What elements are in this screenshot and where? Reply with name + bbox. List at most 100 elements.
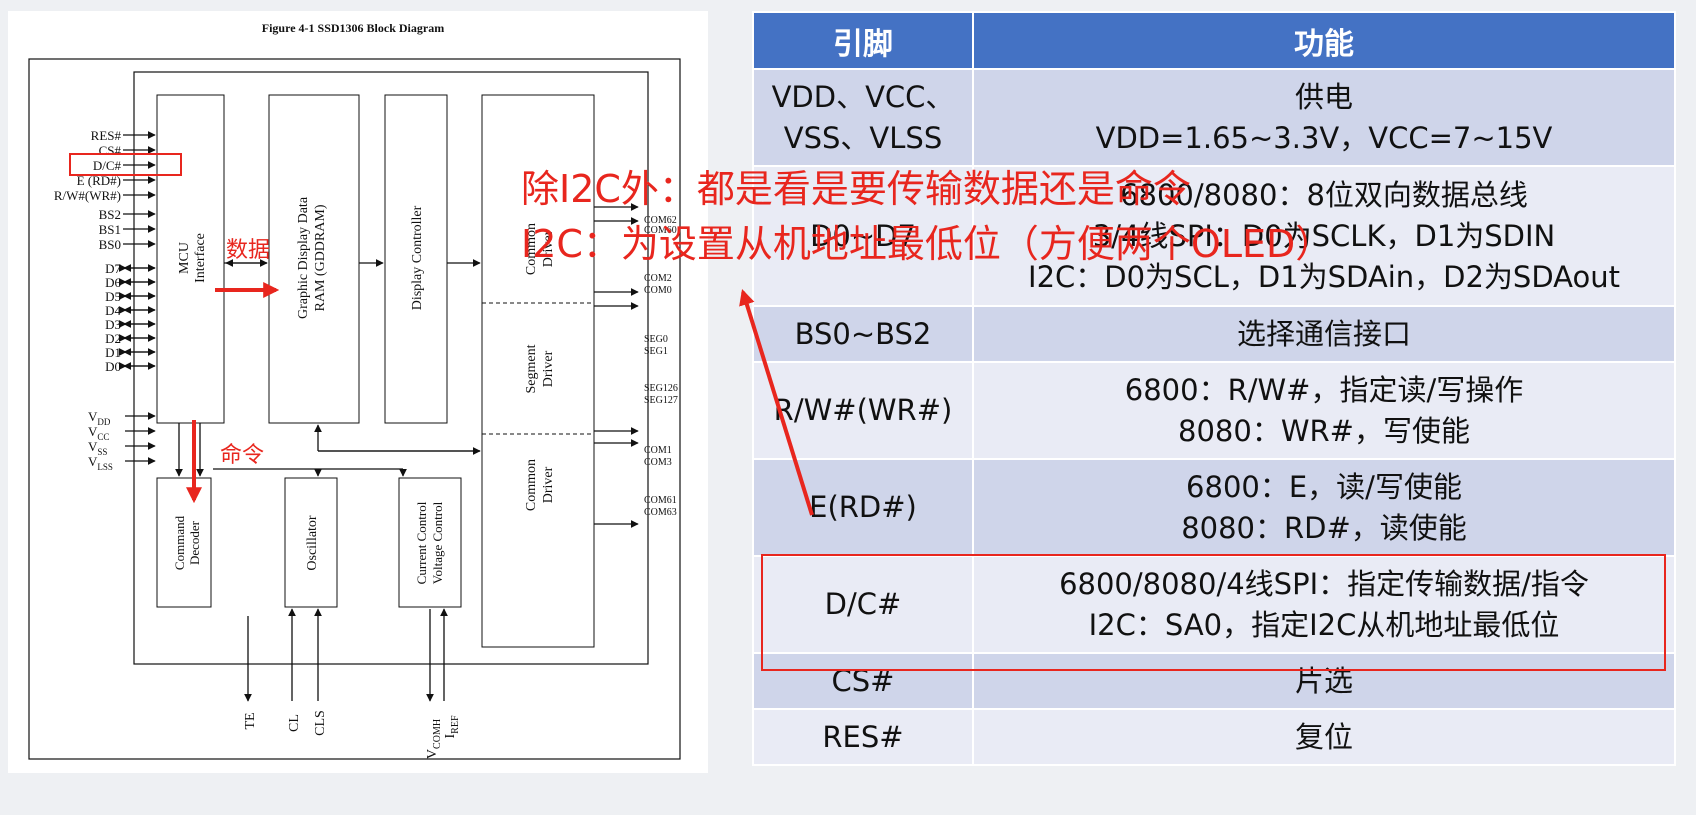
pin-cell: VDD、VCC、 VSS、VLSS [752,68,974,167]
table-row: CS#片选 [752,652,1676,710]
internal-connections [175,259,481,477]
diagram-title: Figure 4-1 SSD1306 Block Diagram [262,21,444,35]
function-cell-line: 6800：R/W#，指定读/写操作 [1124,372,1524,407]
pin-cell-line: D/C# [824,587,902,621]
left-pin-label: BS2 [99,207,121,222]
function-cell-line: 8080：WR#，写使能 [1178,413,1470,448]
dc-row-highlight [761,554,1666,671]
right-outputs: COM62COM60COM2COM0SEG0SEG1SEG126SEG127CO… [594,203,678,528]
te-label: TE [243,712,258,729]
table-row: VDD、VCC、 VSS、VLSS 供电 VDD=1.65~3.3V，VCC=7~15… [752,68,1676,167]
left-pin-label: D2 [105,331,121,346]
iref-label: IREF [443,715,461,738]
pin-cell-line: VSS、VLSS [783,120,943,155]
left-pin-label: BS1 [99,222,121,237]
left-pin-label: CS# [99,143,122,158]
right-output-label: SEG126 [644,383,678,394]
right-output-label: COM61 [644,495,677,506]
left-pin-label: BS0 [99,237,121,252]
function-cell-line: 6800/8080：8位双向数据总线 [1120,177,1528,212]
function-cell-line: 供电 [1294,79,1353,114]
left-pin-label: D4 [105,303,121,318]
pin-cell-line: VDD、VCC、 [771,79,955,114]
table-row: RES# 复位 [752,708,1676,766]
pin-cell: D/C# [752,555,974,654]
right-output-label: COM1 [644,445,672,456]
table-row: D/C# 6800/8080/4线SPI：指定传输数据/指令 I2C：SA0，指定I… [752,555,1676,654]
right-output-label: COM0 [644,285,672,296]
left-pin-label: E (RD#) [77,173,121,188]
current-control-label: Current ControlVoltage Control [414,501,445,584]
cl-label: CL [287,714,302,732]
table-row: D0~D7 6800/8080：8位双向数据总线 3/4线SPI：D0为SCLK，D… [752,165,1676,307]
power-pin-label: VLSS [88,454,113,472]
left-pin-label: D5 [105,289,121,304]
cls-label: CLS [313,710,328,736]
pin-cell-line: R/W#(WR#) [773,393,953,427]
oscillator-label: Oscillator [305,515,320,571]
function-cell-line: 复位 [1294,719,1353,754]
mcu-interface-label: MCUInterface [177,233,208,283]
pin-cell: R/W#(WR#) [752,361,974,460]
function-cell-line: 选择通信接口 [1236,316,1411,351]
outer-frame [28,58,681,760]
table-row: R/W#(WR#) 6800：R/W#，指定读/写操作 8080：WR#，写使能 [752,361,1676,460]
function-column-header: 功能 [972,11,1676,70]
left-pin-label: D1 [105,345,121,360]
right-output-label: SEG127 [644,395,678,406]
mcu-interface-block [156,94,225,424]
left-pin-label: D0 [105,359,121,374]
table-row: BS0~BS2 选择通信接口 [752,305,1676,363]
pin-cell: CS# [752,652,974,710]
function-cell: 选择通信接口 [972,305,1676,363]
right-output-label: COM2 [644,273,672,284]
function-cell-line: 3/4线SPI：D0为SCLK，D1为SDIN [1092,218,1556,253]
left-pin-label: RES# [91,128,122,143]
function-cell-line: I2C：D0为SCL，D1为SDAin，D2为SDAout [1028,259,1620,294]
right-output-label: COM62 [644,215,677,226]
right-output-label: COM3 [644,457,672,468]
pin-cell: D0~D7 [752,165,974,307]
pin-cell: E(RD#) [752,458,974,557]
power-pin-label: VSS [88,439,107,457]
right-output-label: COM63 [644,507,677,518]
left-pin-label: D6 [105,275,121,290]
function-cell: 6800/8080/4线SPI：指定传输数据/指令 I2C：SA0，指定I2C从机… [972,555,1676,654]
function-cell: 复位 [972,708,1676,766]
left-pin-label: D/C# [93,158,122,173]
function-cell: 片选 [972,652,1676,710]
pin-function-table: 引脚 功能 VDD、VCC、 VSS、VLSS 供电 VDD=1.65~3.3V，VC… [752,11,1676,766]
function-cell-line: VDD=1.65~3.3V，VCC=7~15V [1095,120,1553,155]
function-cell-line: I2C：SA0，指定I2C从机地址最低位 [1088,607,1560,642]
function-cell-line: 6800：E，读/写使能 [1186,469,1462,504]
function-cell: 6800：R/W#，指定读/写操作 8080：WR#，写使能 [972,361,1676,460]
vcomh-label: VCOMH [425,719,443,759]
pin-cell-line: RES# [822,719,904,754]
function-cell-line: 6800/8080/4线SPI：指定传输数据/指令 [1059,566,1589,601]
left-pin-label: D7 [105,261,121,276]
bottom-pins [244,608,448,702]
ssd1306-block-diagram: Figure 4-1 SSD1306 Block Diagram RES#CS#… [8,11,708,773]
function-cell: 供电 VDD=1.65~3.3V，VCC=7~15V [972,68,1676,167]
driver-column [481,94,595,648]
command-annotation: 命令 [220,443,264,468]
left-pin-label: R/W#(WR#) [54,188,121,203]
pin-cell-line: BS0~BS2 [794,316,932,351]
pin-cell: RES# [752,708,974,766]
display-controller-label: Display Controller [410,205,425,310]
annotation-line-2: I2C：为设置从机地址最低位（方便两个OLED） [521,222,1334,266]
right-output-label: COM60 [644,225,677,236]
left-pin-label: D3 [105,317,121,332]
pin-column-header: 引脚 [752,11,974,70]
right-output-label: SEG1 [644,346,668,357]
table-header-row: 引脚 功能 [752,11,1676,70]
dc-pin-highlight [69,153,182,176]
gddram-block [268,94,360,424]
